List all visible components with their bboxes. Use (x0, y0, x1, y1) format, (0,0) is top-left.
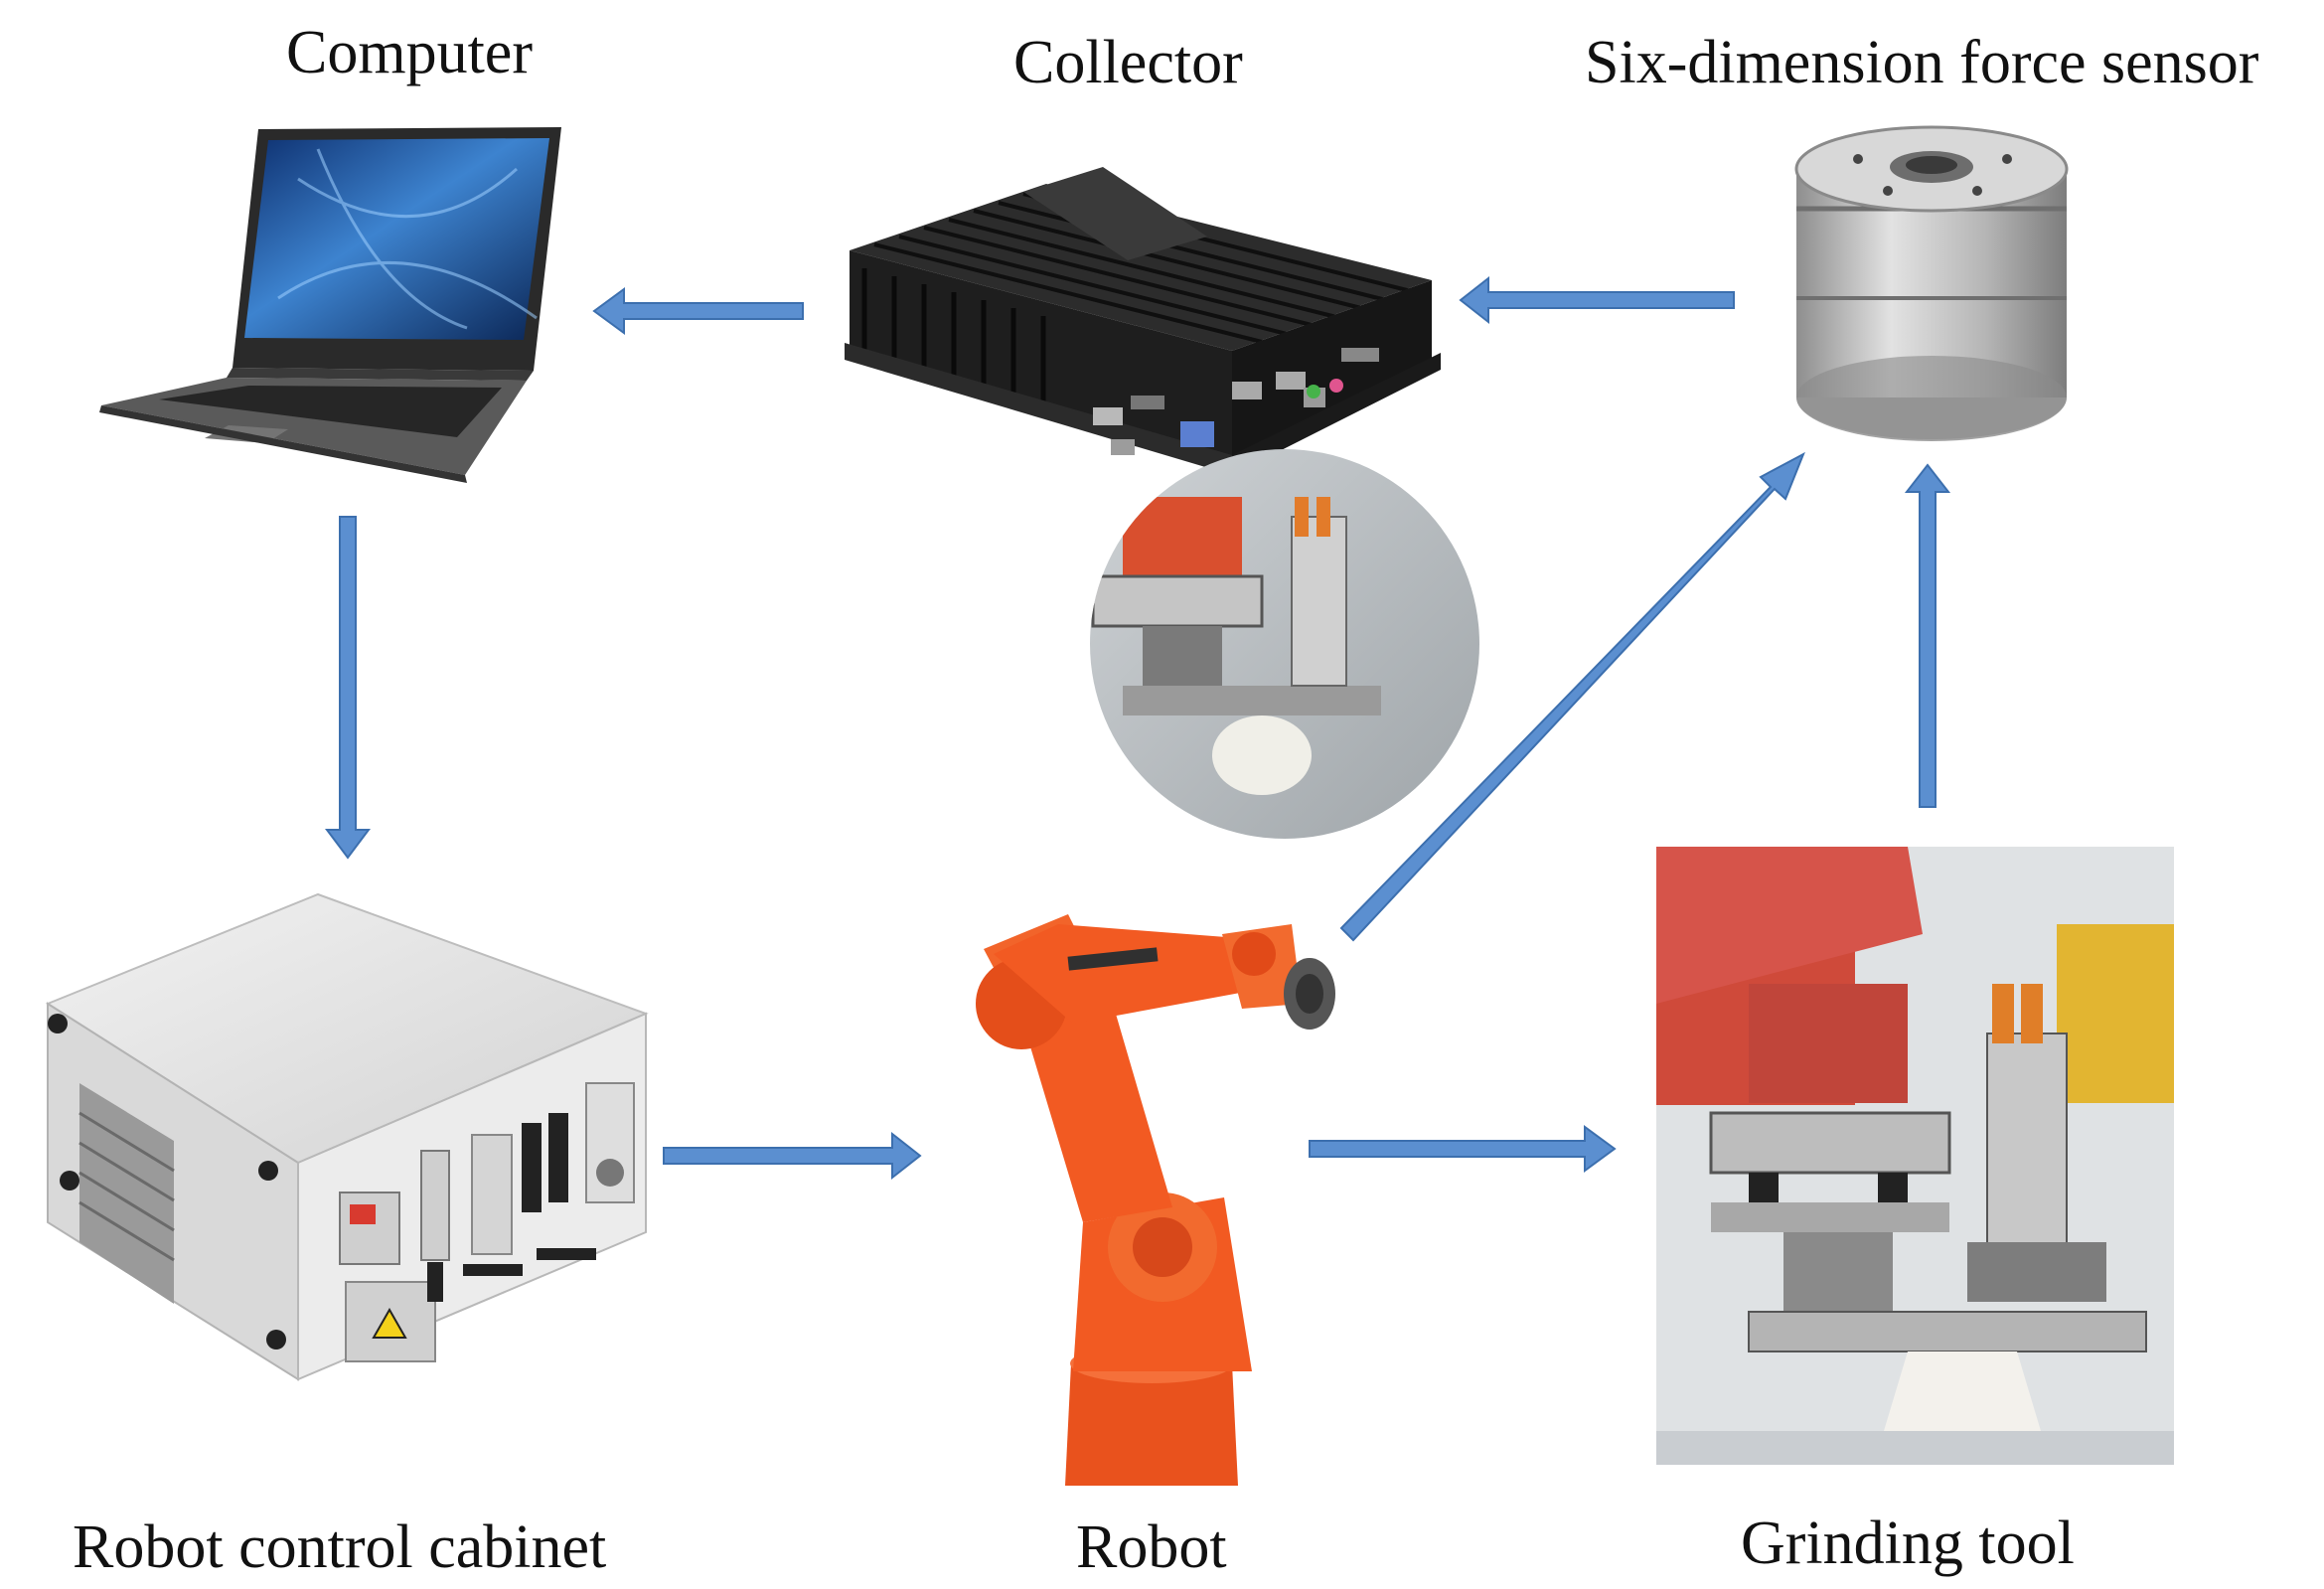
arrow-sensor-to-collector (1459, 275, 1735, 325)
label-robot: Robot (1076, 1513, 1227, 1581)
robot-arm-image (976, 914, 1335, 1486)
force-sensor-image (1794, 125, 2069, 441)
arrow-computer-to-cabinet (325, 516, 371, 860)
arrow-grinding-to-sensor (1904, 463, 1951, 808)
sensor-mounted-photo (1090, 449, 1479, 839)
arrow-cabinet-to-robot (663, 1131, 922, 1181)
label-cabinet: Robot control cabinet (73, 1513, 607, 1581)
grinding-tool-photo (1656, 847, 2174, 1465)
label-sensor: Six-dimension force sensor (1585, 29, 2259, 96)
flow-arrows (325, 275, 1951, 1181)
arrow-robot-to-sensor (1339, 451, 1805, 942)
control-cabinet-image (45, 892, 649, 1381)
label-grinding: Grinding tool (1741, 1510, 2075, 1577)
label-computer: Computer (286, 19, 533, 86)
collector-image (845, 167, 1441, 475)
laptop-computer-image (99, 127, 561, 483)
label-collector: Collector (1013, 29, 1243, 96)
arrow-robot-to-grinding (1309, 1125, 1617, 1173)
arrow-collector-to-computer (592, 287, 804, 335)
